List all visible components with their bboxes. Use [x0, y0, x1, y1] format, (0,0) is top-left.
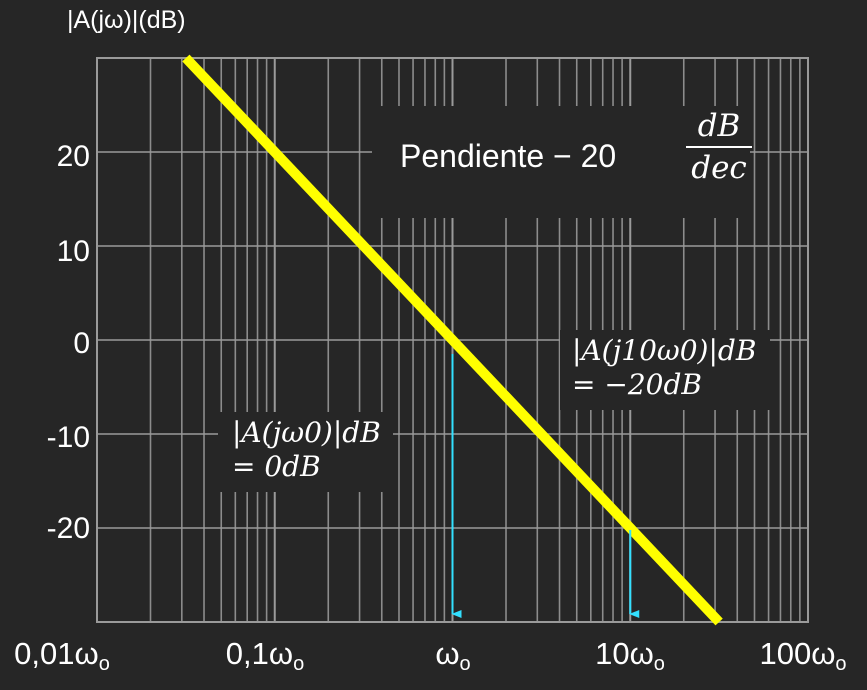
slope-denominator: dec [691, 150, 747, 186]
x-tick-0-01-omega: 0,01ωo [14, 636, 110, 675]
x-tick-10-omega: 10ωo [595, 636, 665, 675]
plot-frame [96, 57, 809, 623]
slope-fraction: dB dec [684, 108, 754, 186]
slope-label: Pendiente − 20 [400, 138, 617, 174]
gain-at-10omega0-annotation: |A(j10ω0)|dB = −20dB [560, 330, 771, 410]
gain-at-10omega0-value: = −20dB [572, 368, 702, 401]
x-tick-0-1-omega: 0,1ωo [225, 636, 305, 675]
y-tick-neg10: -10 [46, 421, 90, 454]
slope-numerator: dB [697, 108, 741, 144]
gain-at-omega0-value: = 0dB [232, 450, 321, 483]
y-tick-20: 20 [56, 140, 90, 173]
asymptote-line [182, 54, 723, 626]
y-tick-0: 0 [73, 327, 90, 360]
gain-at-10omega0-expr: |A(j10ω0)|dB [572, 334, 757, 367]
gain-at-omega0-annotation: |A(jω0)|dB = 0dB [218, 412, 393, 492]
y-axis-label: |A(jω)|(dB) [67, 6, 186, 34]
slope-annotation: Pendiente − 20 dB dec [372, 106, 752, 218]
y-tick-neg20: -20 [46, 512, 90, 545]
fraction-bar [686, 146, 752, 148]
x-tick-omega: ωo [435, 636, 471, 675]
x-tick-100-omega: 100ωo [759, 636, 847, 675]
y-tick-10: 10 [56, 235, 90, 268]
gain-at-omega0-expr: |A(jω0)|dB [232, 416, 381, 449]
